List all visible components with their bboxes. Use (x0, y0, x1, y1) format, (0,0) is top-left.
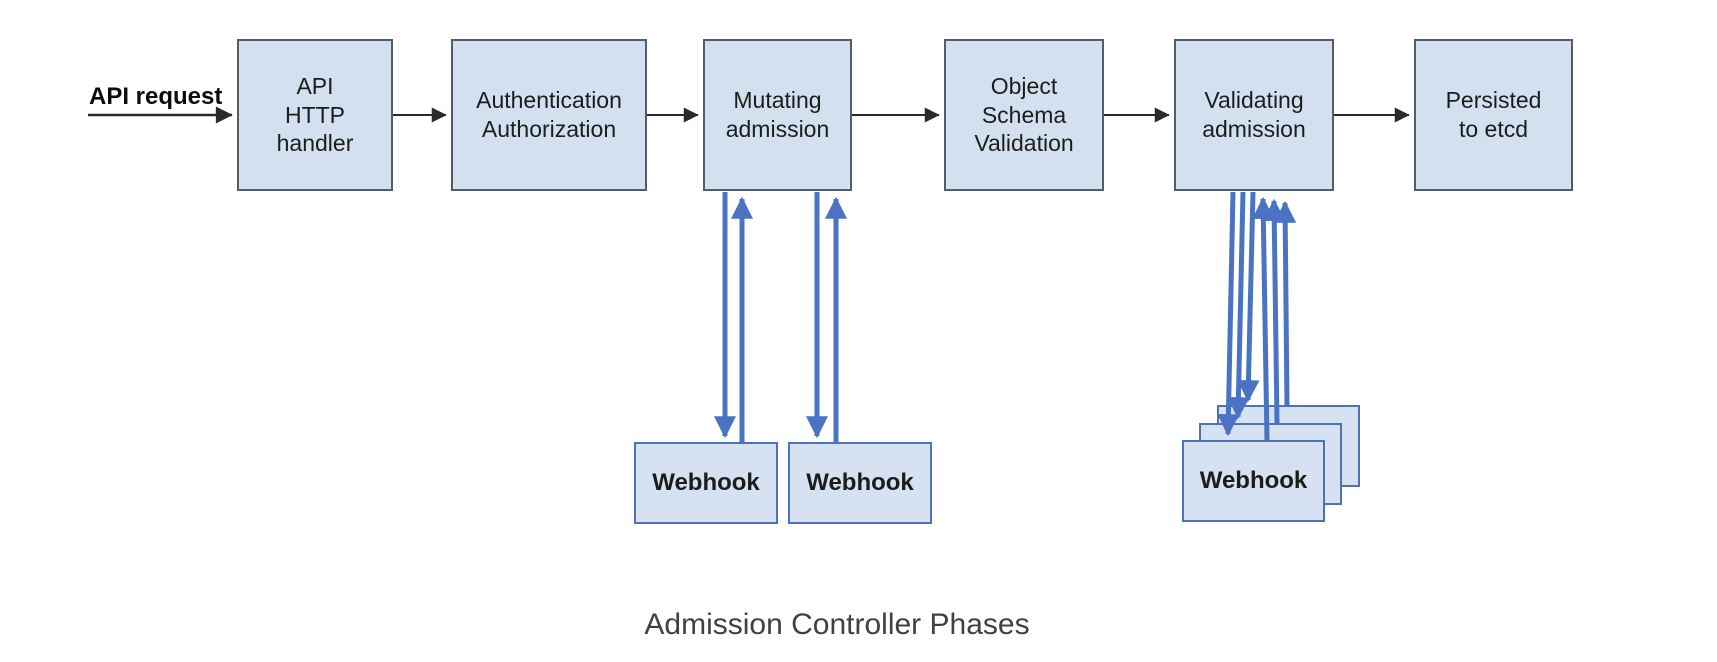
webhook-label: Webhook (806, 469, 914, 496)
phase-box-persisted-to-etcd: Persisted to etcd (1414, 39, 1573, 191)
arrow-validating-webhook-up-2 (1263, 198, 1286, 425)
diagram-caption: Admission Controller Phases (644, 608, 1030, 641)
phase-label: Object Schema Validation (974, 72, 1074, 157)
phase-box-object-schema-validation: Object Schema Validation (944, 39, 1104, 191)
phase-box-authentication-authorization: Authentication Authorization (451, 39, 647, 191)
webhook-label: Webhook (1199, 467, 1308, 494)
webhook-box-validating-front: Webhook (1182, 440, 1325, 522)
phase-label: Validating admission (1202, 87, 1306, 142)
api-request-label: API request (89, 83, 223, 110)
webhook-label: Webhook (652, 469, 760, 496)
phase-box-mutating-admission: Mutating admission (703, 39, 852, 191)
webhook-box-mutating-2: Webhook (788, 442, 932, 524)
arrow-validating-webhook-down-3 (1237, 191, 1260, 403)
arrow-validating-webhook-up-3 (1274, 200, 1297, 407)
arrow-validating-webhook-down-2 (1227, 191, 1250, 420)
arrow-validating-webhook-down-1 (1217, 191, 1240, 437)
phase-label: Mutating admission (725, 87, 830, 142)
phase-box-validating-admission: Validating admission (1174, 39, 1334, 191)
phase-box-api-http-handler: API HTTP handler (237, 39, 393, 191)
phase-label: Persisted to etcd (1445, 87, 1542, 142)
webhook-box-mutating-1: Webhook (634, 442, 778, 524)
phase-label: Authentication Authorization (476, 87, 622, 142)
phase-label: API HTTP handler (276, 72, 354, 157)
